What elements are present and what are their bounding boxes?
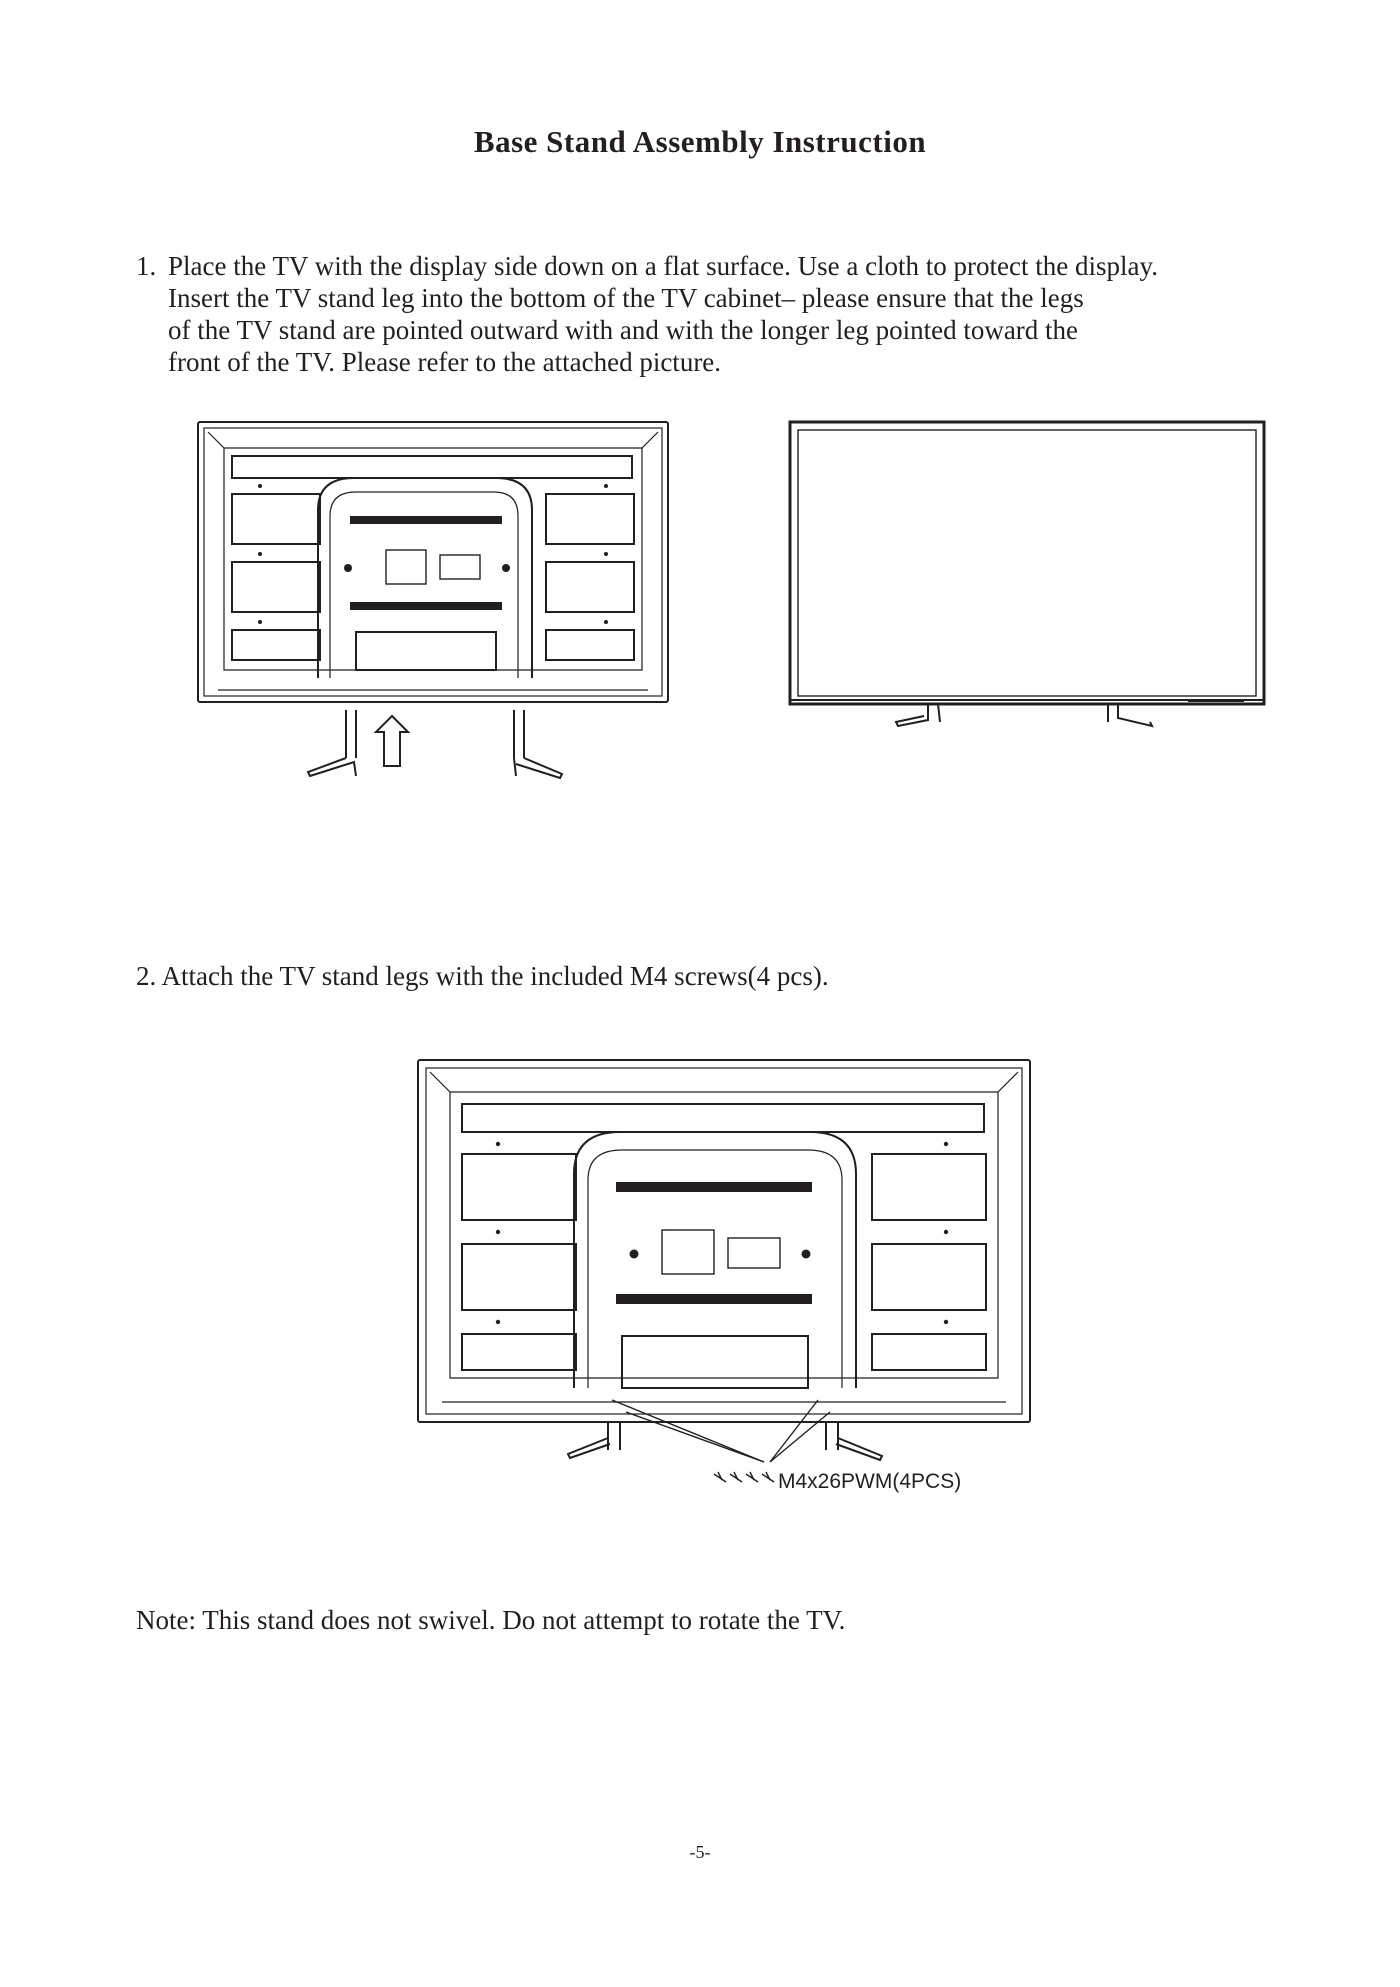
figure-tv-back-with-legs	[197, 421, 669, 780]
tv-cabinet-outline	[197, 421, 669, 703]
step-1-line-1: 1.Place the TV with the display side dow…	[136, 251, 1158, 281]
step-1-line-3: of the TV stand are pointed outward with…	[168, 315, 1079, 345]
screws-icon	[713, 1471, 775, 1483]
step-1-instructions: 1.Place the TV with the display side dow…	[136, 250, 1296, 378]
connector-bay	[621, 1335, 809, 1389]
step-1-line-2: Insert the TV stand leg into the bottom …	[168, 283, 1084, 313]
top-vent-panel	[461, 1103, 985, 1133]
page-number: -5-	[689, 1842, 711, 1862]
note-text: Note: This stand does not swivel. Do not…	[136, 1605, 846, 1635]
step-1-number: 1.	[136, 251, 157, 281]
top-vent-panel	[231, 455, 633, 479]
figure-tv-back-legs-attached	[417, 1059, 1031, 1483]
screw-spec-label: M4x26PWM(4PCS)	[778, 1470, 962, 1493]
step-1-line-4: front of the TV. Please refer to the att…	[168, 347, 722, 377]
tv-front-bezel	[788, 420, 1266, 706]
tv-cabinet-outline	[417, 1059, 1031, 1423]
step-2-instructions: 2. Attach the TV stand legs with the inc…	[136, 961, 829, 991]
rear-panel-hump	[317, 477, 533, 678]
connector-bay	[355, 631, 497, 671]
screw-callout-lines	[611, 1399, 831, 1463]
stand-legs-attached	[894, 703, 1154, 728]
tv-screen	[797, 429, 1257, 697]
stand-legs-attached	[566, 1422, 884, 1462]
insert-arrow-icon	[373, 714, 411, 767]
stand-legs-detached	[306, 710, 564, 780]
rear-panel-hump	[573, 1131, 857, 1388]
figure-tv-front-on-stand	[788, 420, 1266, 728]
page-title: Base Stand Assembly Instruction	[473, 124, 927, 159]
